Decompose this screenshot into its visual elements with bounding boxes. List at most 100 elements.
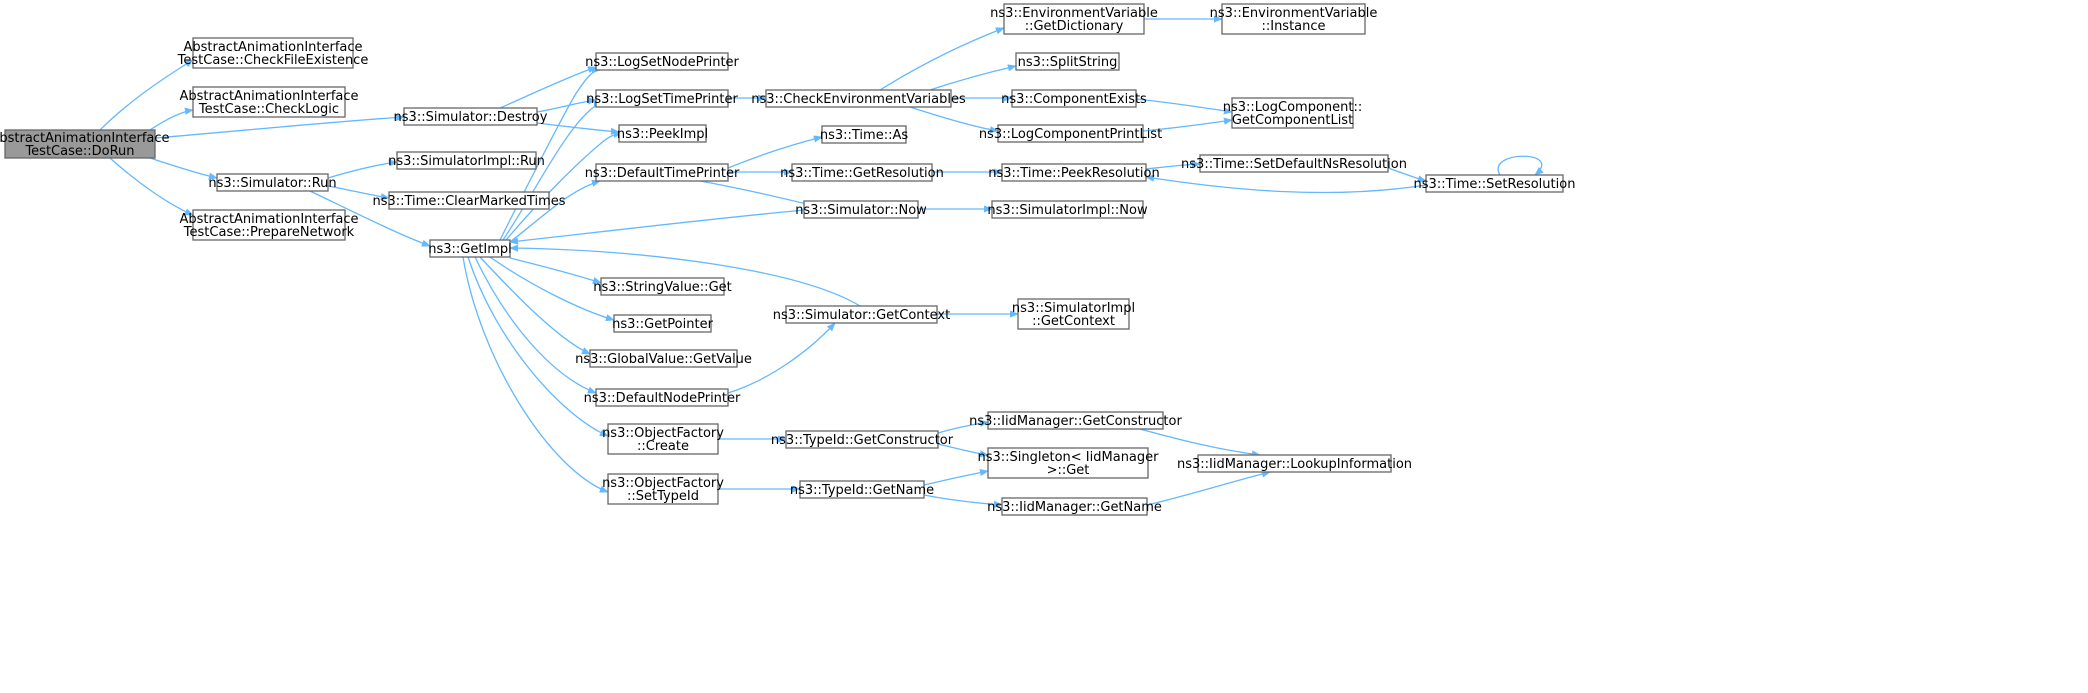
node-box xyxy=(1199,154,1389,173)
node-strValGet[interactable]: ns3::StringValue::Get xyxy=(593,277,732,296)
node-label: ns3::SimulatorImpl::Run xyxy=(388,154,545,169)
node-label: ns3::Simulator::Now xyxy=(795,203,927,218)
node-simDestroy[interactable]: ns3::Simulator::Destroy xyxy=(394,107,548,126)
node-box xyxy=(1011,89,1137,108)
node-box xyxy=(1197,454,1392,473)
node-clearMarked[interactable]: ns3::Time::ClearMarkedTimes xyxy=(372,191,566,210)
edge-getImpl-to-defNodePrinter xyxy=(474,256,597,394)
node-box xyxy=(595,89,729,108)
node-label: AbstractAnimationInterface xyxy=(0,131,170,146)
node-iidGetName[interactable]: ns3::IidManager::GetName xyxy=(987,497,1162,516)
node-getPointer[interactable]: ns3::GetPointer xyxy=(612,314,714,333)
node-iidGetCtor[interactable]: ns3::IidManager::GetConstructor xyxy=(969,411,1182,430)
edge-typeGetName-to-iidGetName xyxy=(923,494,1003,508)
node-label: TestCase::PrepareNetwork xyxy=(183,225,355,240)
node-label: ::GetContext xyxy=(1032,314,1115,329)
node-checkEnv[interactable]: ns3::CheckEnvironmentVariables xyxy=(751,89,966,108)
node-label: ns3::StringValue::Get xyxy=(593,280,731,295)
node-defTimePrinter[interactable]: ns3::DefaultTimePrinter xyxy=(585,163,740,182)
node-label: ns3::Time::ClearMarkedTimes xyxy=(372,194,565,209)
edge-simRun-to-simImplRun xyxy=(327,159,398,179)
edge-timeSetDefNs-to-timeSetRes xyxy=(1387,167,1427,183)
node-timeSetDefNs[interactable]: ns3::Time::SetDefaultNsResolution xyxy=(1181,154,1407,173)
node-box xyxy=(791,163,933,182)
node-timeGetRes[interactable]: ns3::Time::GetResolution xyxy=(780,163,944,182)
node-label: ::Instance xyxy=(1261,19,1325,34)
node-label: ns3::DefaultTimePrinter xyxy=(585,166,740,181)
node-simGetCtx[interactable]: ns3::Simulator::GetContext xyxy=(773,305,950,324)
edge-iidGetCtor-to-iidLookup xyxy=(1139,428,1261,458)
edge-getImpl-to-objCreate xyxy=(467,256,609,437)
node-label: ns3::SimulatorImpl::Now xyxy=(987,203,1148,218)
node-prepareNet[interactable]: AbstractAnimationInterfaceTestCase::Prep… xyxy=(179,209,359,241)
node-label: ns3::ObjectFactory xyxy=(602,426,724,441)
node-objCreate[interactable]: ns3::ObjectFactory::Create xyxy=(602,423,724,455)
node-box xyxy=(1003,3,1145,35)
node-box xyxy=(595,163,729,182)
node-envInstance[interactable]: ns3::EnvironmentVariable::Instance xyxy=(1210,3,1378,35)
node-box xyxy=(1001,497,1148,516)
node-envGetDict[interactable]: ns3::EnvironmentVariable::GetDictionary xyxy=(990,3,1158,35)
node-timeAs[interactable]: ns3::Time::As xyxy=(820,125,909,144)
node-label: ns3::TypeId::GetConstructor xyxy=(771,433,954,448)
node-objSetType[interactable]: ns3::ObjectFactory::SetTypeId xyxy=(602,473,724,505)
node-typeGetCtor[interactable]: ns3::TypeId::GetConstructor xyxy=(771,430,954,449)
edge-root-to-simRun xyxy=(149,157,218,180)
node-label: ns3::Simulator::Destroy xyxy=(394,110,548,125)
node-simNow[interactable]: ns3::Simulator::Now xyxy=(795,200,927,219)
node-simImplNow[interactable]: ns3::SimulatorImpl::Now xyxy=(987,200,1148,219)
node-getImpl[interactable]: ns3::GetImpl xyxy=(428,239,512,258)
node-defNodePrinter[interactable]: ns3::DefaultNodePrinter xyxy=(584,388,741,407)
edge-typeGetCtor-to-iidGetCtor xyxy=(937,419,989,434)
node-splitString[interactable]: ns3::SplitString xyxy=(1015,52,1120,71)
node-box xyxy=(4,129,156,159)
node-checkFile[interactable]: AbstractAnimationInterfaceTestCase::Chec… xyxy=(177,37,369,69)
edge-simRun-to-getImpl xyxy=(309,190,431,247)
node-timeSetRes[interactable]: ns3::Time::SetResolution xyxy=(1414,174,1576,193)
node-label: TestCase::DoRun xyxy=(24,144,134,159)
node-label: ns3::IidManager::GetConstructor xyxy=(969,414,1182,429)
node-label: ns3::EnvironmentVariable xyxy=(1210,6,1378,21)
node-globalGet[interactable]: ns3::GlobalValue::GetValue xyxy=(575,349,752,368)
node-box xyxy=(785,305,938,324)
edge-getImpl-to-peekImpl xyxy=(505,130,623,241)
node-root[interactable]: AbstractAnimationInterfaceTestCase::DoRu… xyxy=(0,129,170,159)
node-logCompGetList[interactable]: ns3::LogComponent::GetComponentList xyxy=(1223,97,1363,129)
node-box xyxy=(607,473,719,505)
node-checkLogic[interactable]: AbstractAnimationInterfaceTestCase::Chec… xyxy=(179,86,359,118)
node-label: AbstractAnimationInterface xyxy=(183,40,362,55)
node-box xyxy=(997,124,1144,143)
nodes: AbstractAnimationInterfaceTestCase::DoRu… xyxy=(0,3,1576,516)
node-label: ns3::Simulator::Run xyxy=(208,176,336,191)
node-label: TestCase::CheckLogic xyxy=(198,102,339,117)
node-simRun[interactable]: ns3::Simulator::Run xyxy=(208,173,337,192)
node-label: GetComponentList xyxy=(1232,113,1353,128)
node-timePeekRes[interactable]: ns3::Time::PeekResolution xyxy=(988,163,1160,182)
edge-defNodePrinter-to-simGetCtx xyxy=(727,322,836,394)
edge-compExists-to-logCompGetList xyxy=(1135,98,1233,115)
node-box xyxy=(607,423,719,455)
node-typeGetName[interactable]: ns3::TypeId::GetName xyxy=(790,480,934,499)
edge-getImpl-to-getPointer xyxy=(489,256,615,322)
node-peekImpl[interactable]: ns3::PeekImpl xyxy=(617,124,708,143)
node-logSetNode[interactable]: ns3::LogSetNodePrinter xyxy=(585,52,740,71)
node-label: ns3::IidManager::GetName xyxy=(987,500,1162,515)
node-iidLookup[interactable]: ns3::IidManager::LookupInformation xyxy=(1177,454,1412,473)
node-compExists[interactable]: ns3::ComponentExists xyxy=(1001,89,1147,108)
node-logSetTime[interactable]: ns3::LogSetTimePrinter xyxy=(586,89,738,108)
edge-simGetCtx-to-getImpl xyxy=(509,244,861,307)
node-label: ns3::LogComponentPrintList xyxy=(979,127,1162,142)
node-simImplGetCtx[interactable]: ns3::SimulatorImpl::GetContext xyxy=(1012,298,1135,330)
node-box xyxy=(1231,97,1354,129)
node-label: ns3::EnvironmentVariable xyxy=(990,6,1158,21)
edge-typeGetCtor-to-singletonGet xyxy=(937,443,989,458)
node-label: ns3::GetImpl xyxy=(428,242,512,257)
edge-checkEnv-to-splitString xyxy=(929,64,1017,91)
node-label: ns3::TypeId::GetName xyxy=(790,483,934,498)
node-label: ns3::SimulatorImpl xyxy=(1012,301,1135,316)
node-simImplRun[interactable]: ns3::SimulatorImpl::Run xyxy=(388,151,545,170)
node-singletonGet[interactable]: ns3::Singleton< IidManager>::Get xyxy=(977,447,1159,479)
node-label: ns3::GetPointer xyxy=(612,317,713,332)
node-label: ::GetDictionary xyxy=(1025,19,1124,34)
node-logCompPrint[interactable]: ns3::LogComponentPrintList xyxy=(979,124,1162,143)
